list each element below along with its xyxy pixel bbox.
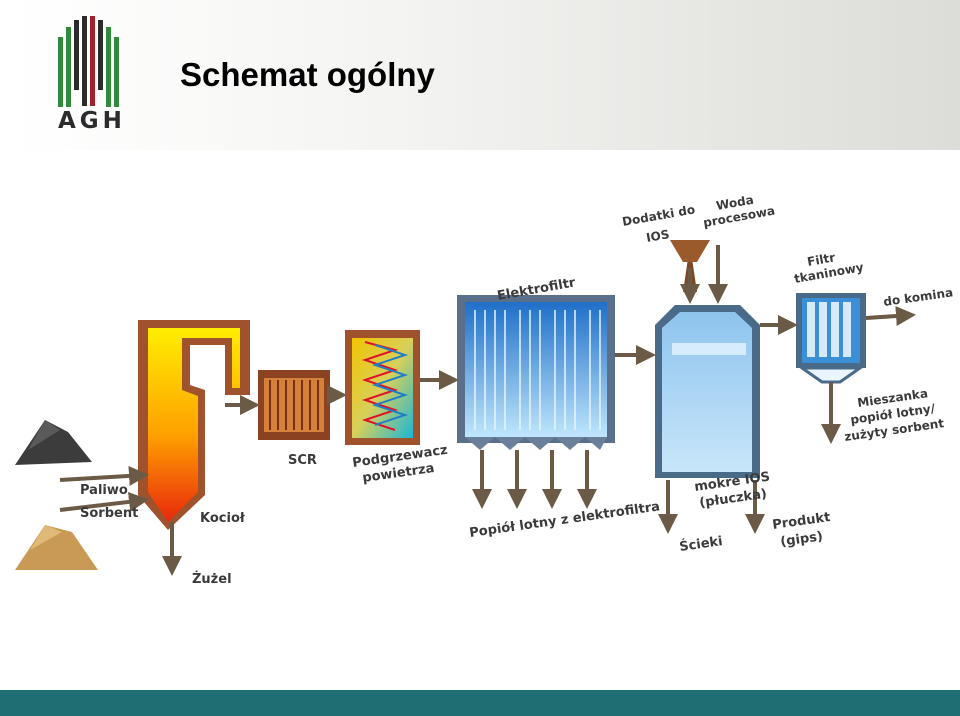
label-sorbent: Sorbent [80, 506, 138, 521]
flow-arrows [59, 245, 916, 576]
wet-scrubber [655, 240, 760, 478]
sorbent-pile [15, 525, 98, 570]
label-popiol: Popiół lotny z elektrofiltra [468, 499, 660, 541]
label-dodatki-1: Dodatki do [621, 202, 696, 229]
scr-unit [258, 370, 330, 440]
fuel-pile [15, 420, 92, 465]
label-scr: SCR [288, 453, 317, 468]
label-produkt-1: Produkt [771, 510, 831, 533]
air-preheater [345, 330, 420, 445]
footer-band [0, 690, 960, 716]
label-woda-1: Woda [715, 193, 755, 213]
agh-logo [58, 16, 119, 107]
label-kociol: Kocioł [200, 511, 246, 526]
logo-bars-icon [58, 16, 119, 107]
logo-text: AGH [58, 108, 126, 134]
process-diagram: Paliwo Sorbent Kocioł Żużel SCR Podgrzew… [15, 193, 954, 587]
fabric-filter [796, 293, 866, 384]
label-scieki: Ścieki [678, 533, 723, 555]
page-title: Schemat ogólny [180, 56, 435, 93]
boiler [138, 320, 250, 530]
electrostatic-precipitator [457, 295, 615, 450]
label-dodatki-2: IOS [645, 227, 670, 245]
label-filtr-1: Filtr [806, 250, 836, 269]
header-band [12, 0, 960, 150]
label-zuzel: Żużel [192, 571, 232, 587]
label-produkt-2: (gips) [779, 529, 823, 550]
label-paliwo: Paliwo [80, 483, 128, 498]
label-komin: do komina [882, 285, 953, 309]
